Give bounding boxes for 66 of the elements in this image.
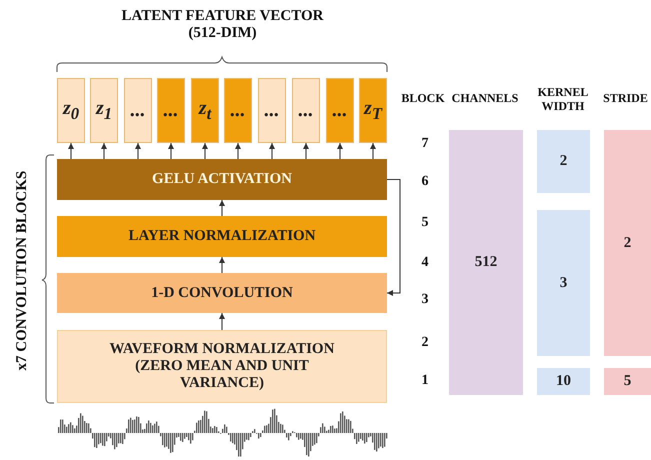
box-label: 10 (556, 373, 571, 390)
column-header: BLOCK (401, 92, 445, 106)
vector-symbol: ... (264, 99, 280, 122)
row-number: 2 (420, 335, 430, 352)
vector-element (90, 78, 118, 143)
box-label: WAVEFORM NORMALIZATION (ZERO MEAN AND UNIT VARIANCE) (108, 341, 336, 392)
heading: LATENT FEATURE VECTOR (512-DIM) (120, 8, 325, 42)
process-box (57, 159, 387, 200)
box-label: 1-D CONVOLUTION (151, 284, 293, 302)
column-header: KERNEL WIDTH (536, 86, 590, 114)
box-label: 2 (560, 153, 568, 170)
kernel-width-bar (537, 368, 590, 395)
vector-symbol: z$_{1}$ (96, 97, 112, 124)
stride-bar (604, 130, 651, 356)
row-number: 6 (420, 174, 430, 190)
process-box (57, 273, 387, 313)
arrow (303, 142, 309, 160)
vector-element (359, 78, 387, 143)
row-number: 7 (420, 136, 430, 152)
axis-title: x7 CONVOLUTION BLOCKS (14, 170, 31, 372)
kernel-width-bar (537, 130, 590, 193)
arrow (370, 142, 376, 160)
box-label: 5 (624, 373, 632, 390)
vector-symbol: ... (130, 99, 146, 122)
arrow (168, 142, 174, 160)
arrow (101, 142, 107, 160)
box-label: GELU ACTIVATION (152, 171, 292, 188)
vector-element (157, 78, 185, 143)
box-label: LAYER NORMALIZATION (128, 228, 316, 245)
vector-symbol: ... (230, 99, 246, 122)
row-number: 1 (420, 373, 430, 390)
vector-element (124, 78, 152, 143)
vector-element (326, 78, 354, 143)
column-header: STRIDE (602, 92, 649, 106)
arrow (135, 142, 141, 160)
vector-symbol: z$_{0}$ (62, 97, 80, 124)
vector-symbol: ... (298, 99, 314, 122)
arrow (235, 142, 241, 160)
arrow (219, 200, 225, 216)
process-box (57, 330, 387, 403)
kernel-width-bar (537, 210, 590, 356)
vector-element (292, 78, 320, 143)
box-label: 2 (624, 234, 632, 252)
vector-symbol: ... (332, 99, 348, 122)
arrow (219, 312, 225, 330)
vector-symbol: ... (164, 99, 178, 122)
row-number: 4 (420, 255, 430, 272)
arrow (202, 142, 208, 160)
vector-element (191, 78, 219, 143)
vector-symbol: z$_{T}$ (364, 97, 382, 124)
row-number: 3 (420, 292, 430, 308)
arrow (68, 142, 74, 160)
box-label: 3 (560, 274, 568, 292)
vector-element (258, 78, 286, 143)
box-label: 512 (474, 254, 498, 271)
vector-element (224, 78, 252, 143)
channels-bar (449, 130, 523, 395)
arrow (219, 256, 225, 274)
row-number: 5 (420, 215, 430, 232)
arrow (386, 179, 400, 296)
process-box (57, 216, 387, 257)
vector-symbol: z$_{t}$ (198, 97, 212, 124)
stride-bar (604, 368, 651, 395)
arrow (269, 142, 275, 160)
vector-element (57, 78, 85, 143)
arrow (337, 142, 343, 160)
